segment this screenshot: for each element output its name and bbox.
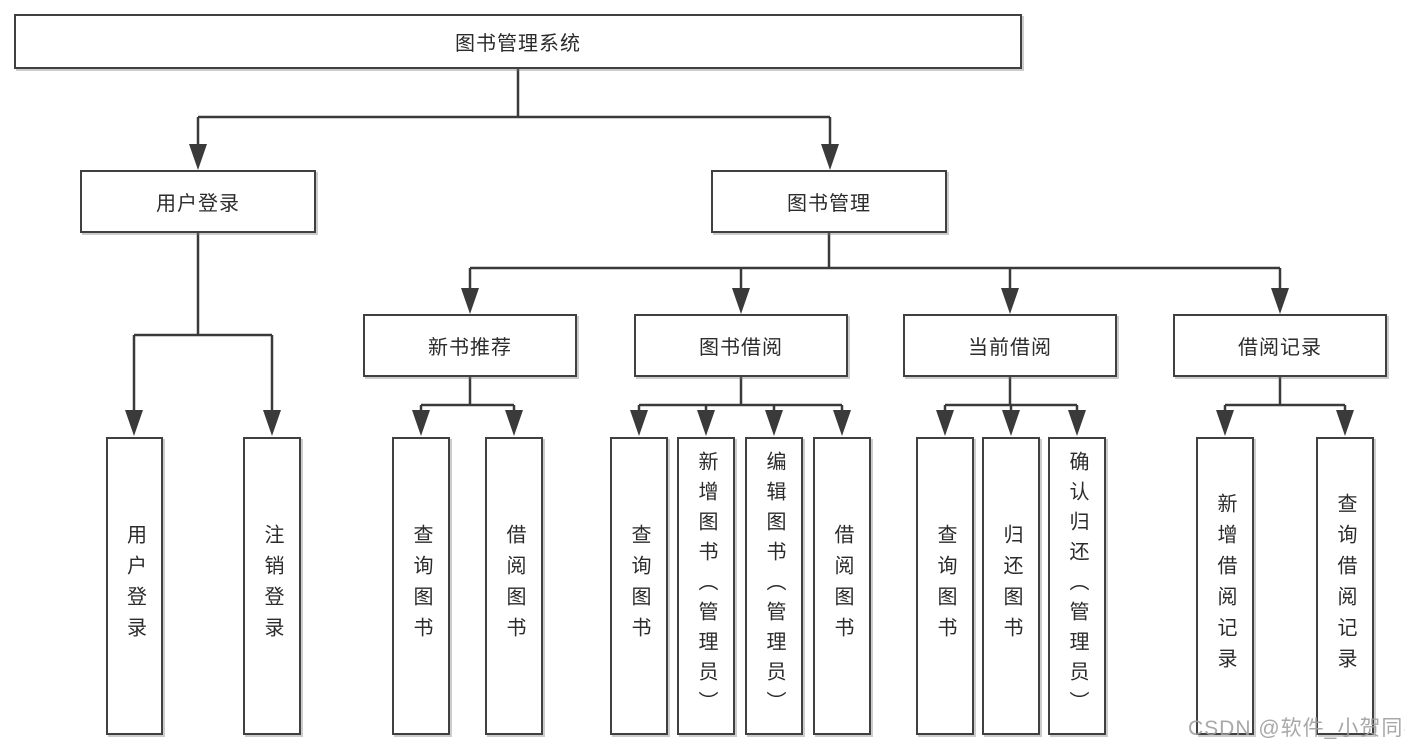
node-book-management: 图书管理: [711, 170, 947, 233]
leaf-label: 注销登录: [261, 524, 283, 648]
node-current-borrowing: 当前借阅: [903, 314, 1117, 377]
node-user-login: 用户登录: [80, 170, 316, 233]
csdn-watermark: CSDN @软件_小贺同学: [1188, 717, 1405, 740]
node-borrowing-records: 借阅记录: [1173, 314, 1387, 377]
node-label: 图书管理: [787, 193, 871, 215]
node-label: 图书借阅: [699, 337, 783, 359]
leaf-label: 查询借阅记录: [1334, 493, 1356, 679]
arrowhead-icons: [125, 144, 1354, 436]
leaf-current-confirm-return-admin: 确认归还（管理员）: [1048, 437, 1106, 735]
leaf-current-query-books: 查询图书: [916, 437, 974, 735]
leaf-label: 用户登录: [123, 524, 146, 648]
node-book-borrowing: 图书借阅: [634, 314, 848, 377]
leaf-records-query-borrow-record: 查询借阅记录: [1316, 437, 1374, 735]
leaf-label: 借阅图书: [503, 524, 525, 648]
leaf-user-login: 用户登录: [106, 437, 163, 735]
leaf-label: 查询图书: [628, 524, 650, 648]
leaf-label: 新增图书（管理员）: [695, 451, 717, 721]
node-new-book-recommendation: 新书推荐: [363, 314, 577, 377]
leaf-rec-borrow-books: 借阅图书: [485, 437, 543, 735]
leaf-current-return-books: 归还图书: [982, 437, 1040, 735]
leaf-label: 新增借阅记录: [1214, 493, 1236, 679]
leaf-borrow-add-books-admin: 新增图书（管理员）: [677, 437, 735, 735]
leaf-borrow-query-books: 查询图书: [610, 437, 668, 735]
node-label: 新书推荐: [428, 337, 512, 359]
leaf-rec-query-books: 查询图书: [392, 437, 450, 735]
node-label: 借阅记录: [1238, 337, 1322, 359]
leaf-label: 归还图书: [1000, 524, 1022, 648]
leaf-label: 查询图书: [934, 524, 956, 648]
leaf-label: 确认归还（管理员）: [1066, 451, 1088, 721]
node-label: 当前借阅: [968, 337, 1052, 359]
leaf-label: 查询图书: [410, 524, 432, 648]
leaf-label: 编辑图书（管理员）: [763, 451, 785, 721]
leaf-records-add-borrow-record: 新增借阅记录: [1196, 437, 1254, 735]
leaf-borrow-borrow-books: 借阅图书: [813, 437, 871, 735]
leaf-borrow-edit-books-admin: 编辑图书（管理员）: [745, 437, 803, 735]
node-label: 图书管理系统: [455, 33, 581, 55]
node-library-management-system: 图书管理系统: [14, 14, 1022, 69]
leaf-label: 借阅图书: [831, 524, 853, 648]
leaf-logout-login: 注销登录: [243, 437, 301, 735]
node-label: 用户登录: [156, 193, 240, 215]
